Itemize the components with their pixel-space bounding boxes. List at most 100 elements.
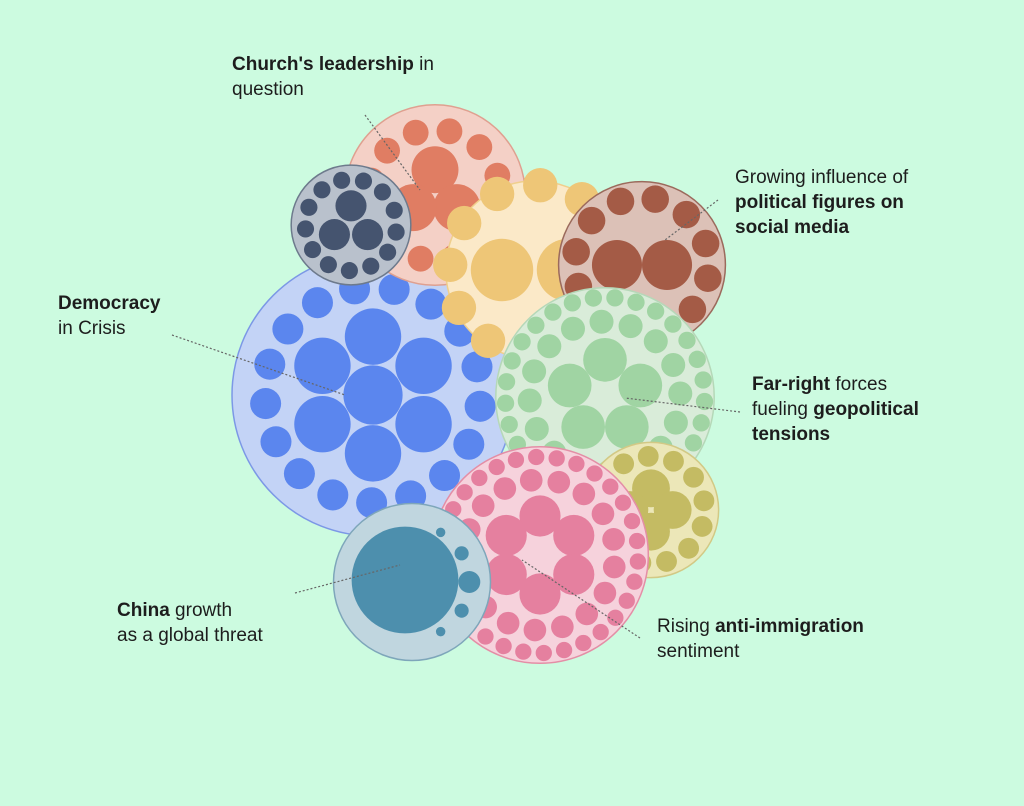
inner-bubble: [352, 219, 384, 251]
inner-bubble: [691, 516, 713, 537]
inner-bubble: [436, 118, 463, 145]
inner-bubble: [333, 171, 351, 189]
inner-bubble: [496, 611, 520, 635]
inner-bubble: [562, 238, 590, 266]
label-political-line1: Growing influence of: [735, 167, 909, 188]
inner-bubble: [441, 290, 477, 326]
inner-bubble: [523, 618, 547, 642]
label-immigration-line2: sentiment: [657, 641, 740, 662]
inner-bubble: [527, 316, 545, 334]
leader-line: [521, 559, 641, 639]
label-church-bold: Church's leadership: [232, 54, 414, 75]
inner-bubble: [318, 219, 350, 251]
label-farright-text2: fueling: [752, 399, 814, 420]
inner-bubble: [695, 392, 714, 411]
inner-bubble: [319, 256, 337, 274]
inner-bubble: [379, 243, 397, 261]
inner-bubble: [294, 395, 351, 453]
inner-bubble: [553, 553, 595, 596]
inner-bubble: [344, 425, 402, 482]
inner-bubble: [623, 512, 641, 530]
inner-bubble: [456, 484, 473, 501]
inner-bubble: [519, 495, 561, 537]
inner-bubble: [618, 592, 635, 609]
inner-bubble: [586, 465, 603, 482]
inner-bubble: [402, 119, 429, 146]
inner-bubble: [563, 294, 582, 312]
inner-bubble: [537, 334, 562, 359]
label-farright-bold2: geopolitical: [813, 399, 919, 420]
inner-bubble: [694, 264, 722, 292]
inner-bubble: [607, 609, 624, 626]
inner-bubble: [374, 137, 401, 164]
inner-bubble: [547, 363, 592, 408]
inner-bubble: [415, 288, 447, 320]
inner-bubble: [488, 458, 505, 476]
inner-bubble: [335, 190, 367, 222]
leader-line: [364, 114, 421, 191]
inner-bubble: [485, 553, 527, 596]
inner-bubble: [362, 257, 380, 275]
inner-bubble: [517, 388, 542, 413]
inner-bubble: [378, 273, 410, 305]
inner-bubble: [471, 494, 495, 518]
inner-bubble: [678, 331, 696, 350]
inner-bubble: [485, 514, 527, 557]
inner-bubble: [544, 303, 562, 321]
inner-bubble: [435, 626, 446, 637]
inner-bubble: [317, 479, 349, 511]
inner-bubble: [628, 532, 646, 550]
inner-bubble: [458, 571, 481, 593]
inner-bubble: [551, 615, 574, 639]
inner-bubble: [684, 434, 703, 452]
inner-bubble: [507, 451, 525, 469]
inner-bubble: [470, 238, 534, 302]
inner-bubble: [560, 316, 585, 341]
inner-bubble: [583, 338, 627, 382]
inner-bubble: [373, 183, 392, 201]
bubble-group-democracy: [231, 253, 515, 537]
inner-bubble: [646, 302, 665, 320]
inner-bubble: [591, 502, 615, 526]
inner-bubble: [584, 289, 603, 307]
inner-bubble: [547, 470, 571, 494]
inner-bubble: [385, 201, 403, 219]
inner-bubble: [548, 450, 565, 467]
inner-bubble: [643, 329, 668, 354]
inner-bubble: [602, 528, 625, 551]
inner-bubble: [493, 477, 517, 500]
bubble-group-china: [332, 502, 492, 662]
inner-bubble: [575, 602, 599, 626]
inner-bubble: [477, 628, 494, 645]
label-immigration-text: Rising: [657, 616, 716, 637]
label-china-bold: China: [117, 600, 170, 621]
inner-bubble: [606, 187, 635, 216]
inner-bubble: [435, 527, 446, 538]
inner-bubble: [254, 348, 286, 380]
label-farright-line3: tensions: [752, 424, 831, 445]
inner-bubble: [496, 394, 515, 412]
inner-bubble: [523, 168, 558, 203]
inner-bubble: [691, 229, 720, 258]
inner-bubble: [593, 581, 617, 605]
inner-bubble: [340, 262, 358, 280]
inner-bubble: [395, 395, 452, 453]
inner-bubble: [618, 314, 643, 339]
label-farright-bold: Far-right: [752, 374, 831, 395]
inner-bubble: [250, 388, 282, 420]
inner-bubble: [664, 315, 682, 333]
inner-bubble: [524, 417, 549, 442]
inner-bubble: [641, 185, 669, 213]
inner-bubble: [513, 333, 531, 351]
inner-bubble: [663, 450, 684, 472]
inner-bubble: [519, 573, 561, 615]
inner-bubble: [592, 623, 609, 641]
inner-bubble: [577, 206, 606, 235]
inner-bubble: [300, 198, 318, 216]
inner-bubble: [503, 352, 521, 370]
inner-bubble: [313, 181, 331, 199]
inner-bubble: [354, 172, 373, 190]
inner-bubble: [672, 200, 701, 229]
inner-bubble: [411, 146, 459, 194]
inner-bubble: [519, 468, 543, 492]
